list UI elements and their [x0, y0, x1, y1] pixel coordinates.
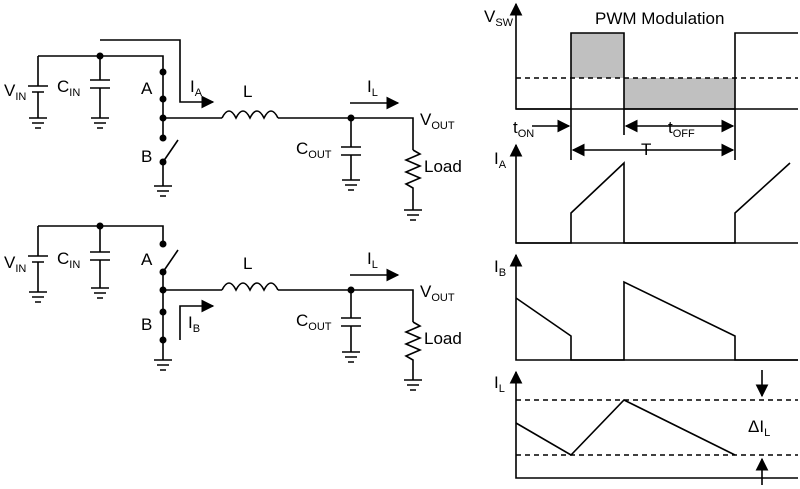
inductor-label: L [243, 254, 252, 273]
vin-label: VIN [4, 81, 26, 103]
ton-shaded-area [571, 33, 624, 78]
resistor-icon [403, 149, 423, 210]
ib-waveform [509, 253, 798, 361]
current-label: IA [190, 77, 203, 99]
ib-label: IB [494, 257, 506, 279]
vout-label: VOUT [420, 110, 455, 132]
vsw-waveform [509, 2, 798, 110]
vin-label: VIN [4, 253, 26, 275]
inductor-icon [221, 282, 279, 292]
vout-label: VOUT [420, 282, 455, 304]
inductor-icon [221, 110, 279, 120]
ground-icon [342, 351, 360, 363]
ton-label: tON [513, 118, 534, 140]
ground-icon [91, 117, 109, 129]
load-label: Load [424, 329, 462, 348]
ground-icon [342, 179, 360, 191]
ia-waveform [509, 143, 798, 244]
ground-icon [29, 117, 47, 129]
ground-icon [154, 185, 172, 197]
waveform-title: PWM Modulation [595, 9, 724, 28]
circuit-bottom: VIN CIN A B IB L IL VOUT COUT Load [4, 222, 462, 391]
ripple-label: ΔIL [748, 417, 770, 439]
ground-icon [154, 359, 172, 371]
il-label: IL [367, 249, 378, 271]
resistor-icon [403, 321, 423, 380]
cin-label: CIN [57, 77, 80, 99]
toff-label: tOFF [668, 118, 695, 140]
period-label: T [641, 140, 651, 159]
waveforms: PWM Modulation VSW tON tOFF T IA IB IL Δ… [484, 2, 798, 485]
vsw-label: VSW [484, 7, 514, 29]
ground-icon [91, 287, 109, 299]
ia-label: IA [494, 149, 507, 171]
ground-icon [404, 209, 422, 221]
toff-shaded-area [624, 78, 735, 109]
cin-label: CIN [57, 249, 80, 271]
cout-label: COUT [296, 139, 332, 161]
current-label: IB [188, 313, 200, 335]
ground-icon [29, 291, 47, 303]
switch-a-label: A [141, 79, 153, 98]
inductor-label: L [243, 82, 252, 101]
cout-label: COUT [296, 311, 332, 333]
load-label: Load [424, 157, 462, 176]
switch-b-label: B [141, 315, 152, 334]
switch-b-label: B [141, 147, 152, 166]
circuit-top: VIN CIN A B IA L IL VOUT COUT Load [4, 39, 462, 221]
il-waveform [509, 370, 798, 485]
ground-icon [404, 379, 422, 391]
il-label: IL [367, 77, 378, 99]
il-label: IL [494, 373, 505, 395]
switch-a-label: A [141, 250, 153, 269]
